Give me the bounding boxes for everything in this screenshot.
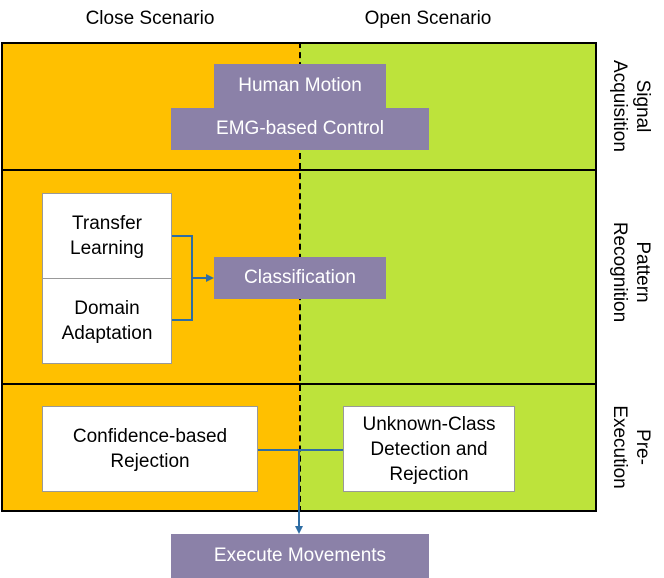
row-divider-2 xyxy=(1,383,597,385)
execute-movements-box: Execute Movements xyxy=(171,534,429,578)
close-scenario-header: Close Scenario xyxy=(85,8,215,29)
domain-adaptation-box: Domain Adaptation xyxy=(42,278,172,364)
classification-box: Classification xyxy=(214,257,386,299)
transfer-learning-label: Transfer Learning xyxy=(70,213,144,259)
human-motion-box: Human Motion xyxy=(214,64,386,108)
unknown-class-label: Unknown-Class Detection and Rejection xyxy=(362,413,496,485)
confidence-rejection-box: Confidence-based Rejection xyxy=(42,406,258,492)
open-scenario-header: Open Scenario xyxy=(364,8,492,29)
row-divider-1 xyxy=(1,169,597,171)
emg-control-box: EMG-based Control xyxy=(171,108,429,150)
transfer-learning-connector xyxy=(171,235,193,321)
unknown-class-box: Unknown-Class Detection and Rejection xyxy=(343,406,515,492)
confidence-rejection-label: Confidence-based Rejection xyxy=(72,426,228,472)
transfer-learning-box: Transfer Learning xyxy=(42,193,172,279)
domain-adaptation-label: Domain Adaptation xyxy=(61,298,153,344)
